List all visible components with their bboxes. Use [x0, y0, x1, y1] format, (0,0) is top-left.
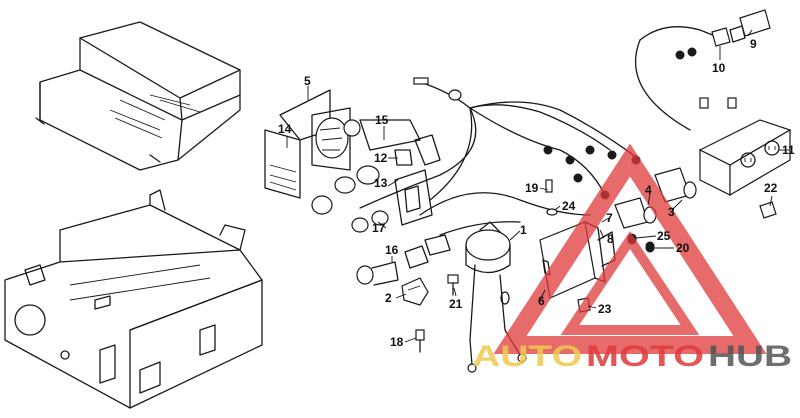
- part-18-screw: [415, 329, 425, 353]
- part-21-screw: [447, 274, 459, 296]
- callout-2: 2: [385, 291, 392, 305]
- callout-6: 6: [538, 294, 545, 308]
- callout-24: 24: [562, 199, 576, 213]
- top-cover: [35, 21, 241, 171]
- callout-14: 14: [278, 122, 292, 136]
- callout-22: 22: [764, 181, 778, 195]
- callout-7: 7: [606, 211, 613, 225]
- part-19-screw: [545, 179, 553, 193]
- part-14-gauge-plate: [264, 129, 301, 199]
- watermark-logo: [493, 143, 767, 354]
- callout-18: 18: [390, 335, 404, 349]
- part-22-bolt: [759, 201, 777, 219]
- callout-13: 13: [374, 176, 388, 190]
- part-13-switch: [351, 169, 433, 233]
- callout-9: 9: [750, 37, 757, 51]
- part-20-nut: [645, 241, 655, 251]
- callout-10: 10: [712, 61, 726, 75]
- leader-lines: [286, 29, 790, 343]
- callout-15: 15: [375, 113, 389, 127]
- callout-8: 8: [607, 232, 614, 246]
- part-10-connector: [711, 27, 731, 47]
- watermark-moto: MOTO: [586, 340, 704, 373]
- callout-12: 12: [374, 151, 388, 165]
- part-11-outlet-block: [698, 97, 792, 197]
- callout-21: 21: [449, 297, 463, 311]
- callout-25: 25: [657, 229, 671, 243]
- part-1-relay: [465, 221, 527, 373]
- callout-1: 1: [520, 223, 527, 237]
- callout-16: 16: [385, 243, 399, 257]
- part-15-lamp-assembly: [311, 119, 441, 215]
- callout-numbers: 5 14 15 12 13 17 16 2 18 21 1 6 23 8 7 1…: [278, 37, 795, 349]
- callout-4: 4: [645, 183, 652, 197]
- callout-3: 3: [668, 205, 675, 219]
- part-24-washer: [546, 208, 558, 216]
- part-5-meter: [311, 107, 361, 171]
- watermark-text: AUTO MOTO HUB: [472, 340, 792, 373]
- part-16-knob: [356, 234, 451, 286]
- callout-19: 19: [525, 181, 539, 195]
- callout-5: 5: [304, 74, 311, 88]
- callout-11: 11: [782, 143, 795, 157]
- part-2-knob: [401, 277, 429, 306]
- main-case: [4, 189, 263, 409]
- callout-20: 20: [676, 241, 690, 255]
- part-3-bulb: [654, 167, 697, 203]
- watermark-auto: AUTO: [472, 340, 582, 373]
- callout-23: 23: [598, 302, 612, 316]
- part-9-socket: [729, 9, 771, 43]
- wire-harness: [359, 26, 726, 236]
- callout-17: 17: [372, 221, 386, 235]
- watermark-hub: HUB: [708, 340, 792, 373]
